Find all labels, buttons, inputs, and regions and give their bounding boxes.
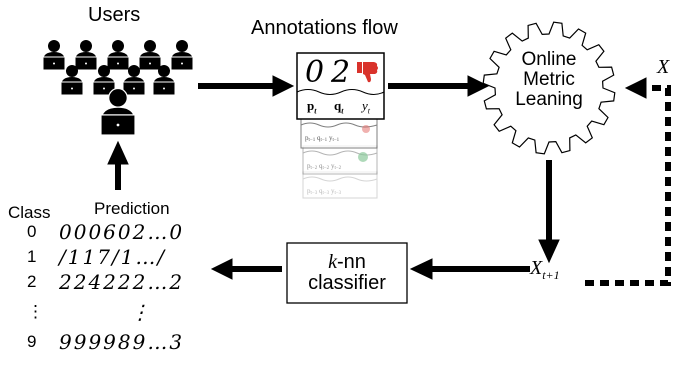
user-at-laptop-icon — [106, 39, 130, 71]
annotation-history: pt−3 qt−3 yt−3 pt−2 qt−2 yt−2 pt−1 qt−1 … — [300, 117, 378, 199]
class-value: 0 — [27, 222, 37, 241]
gear-icon — [482, 21, 616, 155]
card-digit-0: 0 — [305, 55, 326, 90]
x-label: X — [657, 56, 670, 78]
history-row: pt−2 qt−2 yt−2 — [307, 162, 342, 171]
prediction-row: ⋮⋮ — [22, 300, 222, 326]
users-label: Users — [88, 4, 141, 26]
card-digit-2: 2 — [331, 55, 352, 90]
prediction-digits: ⋮ — [130, 300, 152, 324]
user-at-laptop-icon — [100, 87, 136, 136]
prediction-row: 1/117/1…/ — [22, 245, 222, 271]
knn-suffix: -nn — [336, 251, 366, 273]
class-value: 1 — [27, 247, 37, 266]
oml-label: Online Metric Leaning — [497, 50, 601, 110]
class-value: ⋮ — [27, 302, 44, 321]
thumbs-down-icon — [357, 62, 378, 83]
user-at-laptop-icon — [138, 39, 162, 71]
annotation-card — [296, 52, 385, 120]
annotations-flow-label: Annotations flow — [251, 17, 398, 39]
prediction-row: 0 000602…0 — [22, 220, 222, 246]
oml-line-3: Leaning — [515, 89, 583, 110]
prediction-digits: 224222…2 — [59, 270, 185, 294]
user-at-laptop-icon — [170, 39, 194, 71]
card-var-p: pt — [307, 98, 317, 116]
prediction-row: 9 999989…3 — [22, 330, 222, 356]
card-var-q: qt — [334, 98, 344, 116]
prediction-digits: /117/1…/ — [59, 245, 167, 269]
prediction-digits: 000602…0 — [59, 220, 185, 244]
oml-line-1: Online — [521, 49, 577, 70]
knn-classifier-box — [286, 242, 408, 304]
prediction-row: 2 224222…2 — [22, 270, 222, 296]
prediction-header: Prediction — [94, 199, 170, 218]
thumbs-up-icon — [358, 152, 368, 162]
card-var-y: yt — [362, 98, 371, 116]
users-crowd — [42, 39, 194, 136]
oml-line-2: Metric — [523, 69, 575, 90]
class-value: 2 — [27, 272, 37, 291]
user-at-laptop-icon — [74, 39, 98, 71]
history-row: pt−1 qt−1 yt−1 — [305, 134, 340, 143]
arrows — [107, 75, 671, 286]
thumbs-down-icon — [362, 125, 370, 133]
class-value: 9 — [27, 332, 37, 351]
class-header: Class — [8, 203, 51, 222]
history-row: pt−3 qt−3 yt−3 — [307, 187, 342, 196]
knn-line-1: k-nn — [328, 251, 366, 273]
knn-line-2: classifier — [308, 272, 386, 294]
prediction-digits: 999989…3 — [59, 330, 185, 354]
knn-label: k-nn classifier — [287, 252, 407, 294]
x-next-label: Xt+1 — [530, 257, 560, 282]
user-at-laptop-icon — [42, 39, 66, 71]
